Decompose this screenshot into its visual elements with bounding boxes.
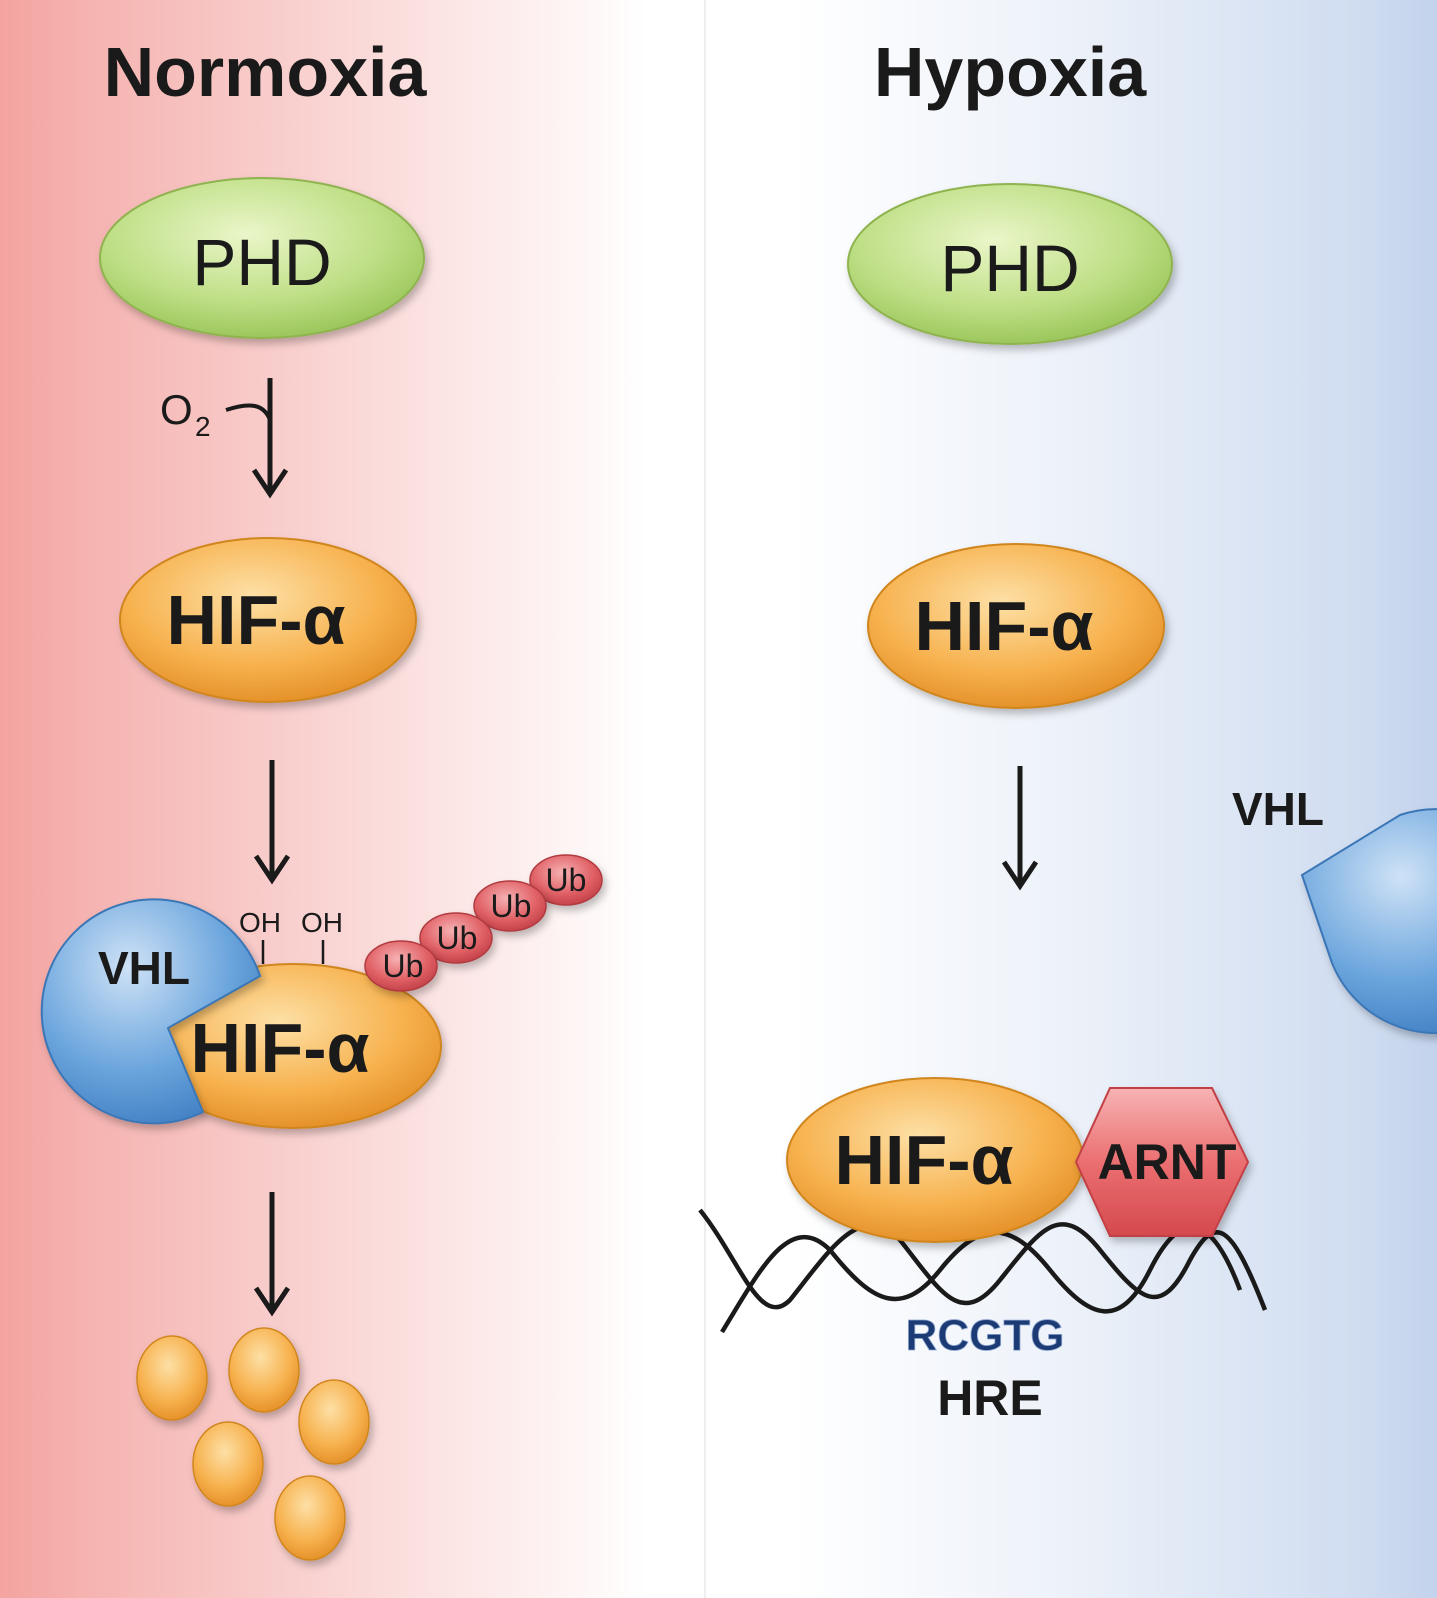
hif-ellipse — [867, 543, 1165, 709]
ub-sphere-3 — [473, 880, 547, 932]
phd-ellipse — [847, 183, 1173, 345]
normoxia-arrow-2 — [253, 1192, 291, 1317]
hre-sequence: RCGTG — [906, 1311, 1065, 1360]
complex-hif-label: HIF-α — [190, 1009, 369, 1087]
ub-label-3: Ub — [491, 888, 532, 924]
phd-label: PHD — [192, 225, 331, 299]
o2-arrow-head — [251, 468, 289, 499]
fragment-3 — [298, 1379, 370, 1465]
complex-vhl-label: VHL — [98, 942, 190, 994]
vhl-label: VHL — [1232, 783, 1324, 835]
normoxia-panel: Normoxia PHD O 2 HIF-α VHL — [40, 33, 603, 1561]
o2-label: O — [160, 386, 193, 433]
ub-sphere-4 — [529, 854, 603, 906]
vhl-pacman — [40, 898, 262, 1125]
oh-label-1: OH — [239, 907, 281, 938]
vhl-pacman — [1300, 808, 1437, 1035]
ub-label-4: Ub — [546, 862, 587, 898]
fragment-5 — [274, 1475, 346, 1561]
o2-requirement: O 2 — [160, 378, 289, 499]
fragment-2 — [228, 1327, 300, 1413]
complex-hif-label: HIF-α — [834, 1121, 1013, 1199]
hypoxia-free-vhl: VHL — [1232, 783, 1437, 1035]
normoxia-title: Normoxia — [104, 33, 428, 111]
normoxia-arrow-1 — [253, 760, 291, 885]
normoxia-vhl-hif-complex: VHL HIF-α OH OH Ub Ub Ub Ub — [40, 854, 603, 1129]
phd-ellipse — [99, 177, 425, 339]
arnt-label: ARNT — [1098, 1134, 1237, 1190]
normoxia-hif-node: HIF-α — [119, 537, 417, 703]
fragment-1 — [136, 1335, 208, 1421]
o2-subscript: 2 — [195, 411, 211, 442]
hif-ellipse — [119, 537, 417, 703]
ub-sphere-2 — [419, 912, 493, 964]
arnt-hexagon — [1074, 1087, 1250, 1237]
oh-label-2: OH — [301, 907, 343, 938]
dna-strand-1 — [698, 1208, 1268, 1311]
normoxia-phd-node: PHD — [99, 177, 425, 339]
fragment-4 — [192, 1421, 264, 1507]
hre-label: HRE — [937, 1370, 1043, 1426]
hypoxia-arrow — [1001, 766, 1039, 891]
degradation-fragments — [136, 1327, 370, 1561]
ub-label-1: Ub — [383, 948, 424, 984]
phd-label: PHD — [940, 231, 1079, 305]
hypoxia-panel: Hypoxia PHD HIF-α VHL HIF-α — [698, 33, 1437, 1426]
hypoxia-hif-node: HIF-α — [867, 543, 1165, 709]
ubiquitin-chain: Ub Ub Ub Ub — [364, 854, 603, 992]
hypoxia-phd-node: PHD — [847, 183, 1173, 345]
hypoxia-title: Hypoxia — [874, 33, 1147, 111]
hif-label: HIF-α — [914, 587, 1093, 665]
hypoxia-hif-arnt-complex: HIF-α ARNT — [786, 1077, 1250, 1243]
ub-sphere-1 — [364, 940, 438, 992]
hif-label: HIF-α — [166, 581, 345, 659]
ub-label-2: Ub — [437, 920, 478, 956]
